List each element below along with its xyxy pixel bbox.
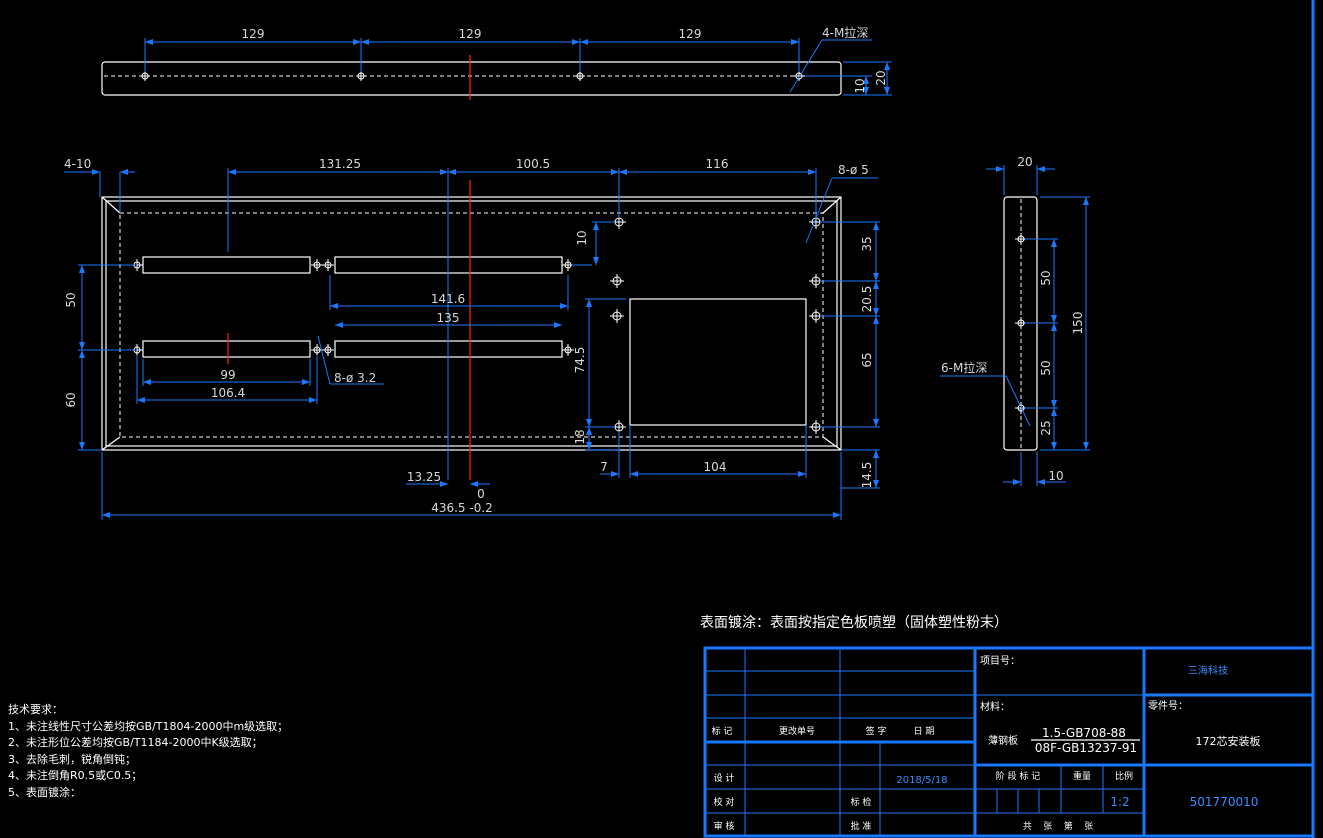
dim-35: 35 [860, 236, 874, 251]
dim-20-5: 20.5 [860, 286, 874, 313]
tech-requirements-title: 技术要求： [8, 703, 63, 716]
proofread-label: 校 对 [714, 796, 735, 808]
side-dim-50-b: 50 [1039, 360, 1053, 375]
side-dim-20: 20 [1017, 155, 1032, 169]
dim-18: 18 [573, 429, 587, 444]
dim-8-d3-2: 8-ø 3.2 [334, 371, 376, 385]
dim-131-25: 131.25 [319, 157, 361, 171]
design-date: 2018/5/18 [896, 775, 947, 786]
part-name: 172芯安装板 [1196, 734, 1261, 748]
side-tap-label: 6-M拉深 [941, 360, 987, 375]
dim-141-6: 141.6 [431, 292, 465, 306]
dim-100-5: 100.5 [516, 157, 550, 171]
rev-order-header: 更改单号 [779, 725, 815, 737]
top-height-10: 10 [853, 78, 867, 93]
approve-label: 批 准 [851, 820, 872, 832]
title-block: 标 记 更改单号 签 字 日 期 设 计 2018/5/18 校 对 标 检 审… [703, 646, 1315, 838]
surface-note: 表面镀涂：表面按指定色板喷塑（固体塑性粉末） [700, 615, 1008, 631]
top-view: 129 129 129 4-M拉深 10 20 [101, 25, 892, 100]
design-label: 设 计 [714, 772, 735, 784]
side-dim-150: 150 [1071, 312, 1085, 335]
rev-date-header: 日 期 [914, 726, 935, 737]
dim-135: 135 [437, 311, 460, 325]
dim-14-5: 14.5 [860, 462, 874, 489]
dim-106-4: 106.4 [211, 386, 245, 400]
weight-label: 重量 [1073, 770, 1091, 782]
dim-10: 10 [575, 230, 589, 245]
dim-99: 99 [220, 368, 235, 382]
sheet-label: 共 张 第 张 [1023, 820, 1093, 832]
stage-label: 阶 段 标 记 [996, 770, 1041, 782]
tech-requirement-item: 5、表面镀涂： [8, 785, 81, 799]
tech-requirement-item: 2、未注形位公差均按GB/T1184-2000中K级选取； [8, 736, 263, 749]
drawing-number: 501770010 [1190, 795, 1259, 809]
dim-zero: 0 [477, 487, 485, 501]
part-no-label: 零件号： [1148, 700, 1188, 712]
dim-8-d5: 8-ø 5 [838, 163, 869, 177]
tech-requirement-item: 4、未注倒角R0.5或C0.5； [8, 769, 143, 782]
dim-74-5: 74.5 [573, 347, 587, 374]
top-dim-2: 129 [459, 27, 482, 41]
standardize-label: 标 检 [851, 796, 872, 808]
dim-7: 7 [600, 460, 608, 474]
project-no-label: 项目号： [980, 655, 1020, 667]
dim-13-25: 13.25 [407, 470, 441, 484]
review-label: 审 核 [714, 820, 735, 832]
material-name: 薄钢板 [988, 734, 1018, 747]
material-spec-1: 1.5-GB708-88 [1042, 726, 1126, 740]
dim-65: 65 [860, 352, 874, 367]
top-tap-label: 4-M拉深 [822, 25, 868, 40]
side-view: 20 50 50 25 150 6-M拉深 10 [940, 155, 1090, 486]
tech-requirement-item: 3、去除毛刺，锐角倒钝； [8, 752, 136, 766]
dim-50-left: 50 [64, 292, 78, 307]
rev-sign-header: 签 字 [866, 725, 887, 737]
dim-436-5: 436.5 -0.2 [431, 501, 493, 515]
top-dim-3: 129 [679, 27, 702, 41]
material-spec-2: 08F-GB13237-91 [1035, 741, 1137, 755]
side-dim-25: 25 [1039, 420, 1053, 435]
scale-label: 比例 [1115, 770, 1133, 782]
material-label: 材料： [980, 700, 1010, 713]
side-dim-50-a: 50 [1039, 270, 1053, 285]
tech-requirements: 技术要求： 1、未注线性尺寸公差均按GB/T1804-2000中m级选取； 2、… [8, 702, 288, 801]
scale-value: 1:2 [1110, 795, 1129, 809]
company-name: 三海科技 [1188, 664, 1228, 677]
dim-104: 104 [704, 460, 727, 474]
front-view: 4-10 131.25 100.5 116 8-ø 5 141.6 135 10… [64, 157, 880, 520]
side-dim-10: 10 [1048, 469, 1063, 483]
rev-mark-header: 标 记 [712, 725, 733, 737]
tech-requirement-item: 1、未注线性尺寸公差均按GB/T1804-2000中m级选取； [8, 719, 289, 733]
dim-116: 116 [706, 157, 729, 171]
top-height-20: 20 [874, 70, 888, 85]
dim-4-10: 4-10 [64, 157, 91, 171]
top-dim-1: 129 [242, 27, 265, 41]
dim-60-left: 60 [64, 392, 78, 407]
